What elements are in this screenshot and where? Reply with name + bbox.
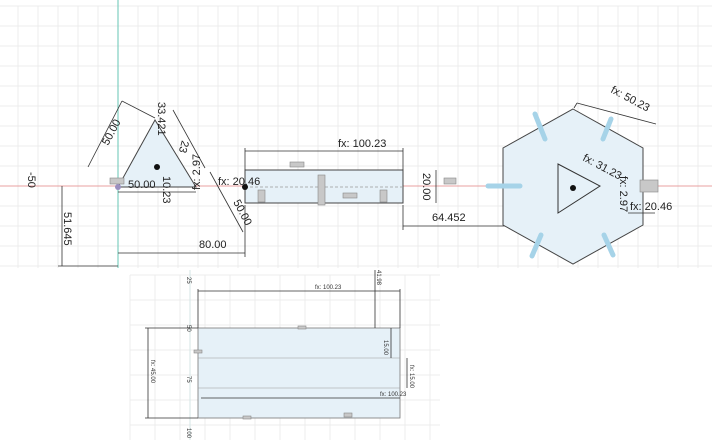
bottom-height-dimension[interactable]: fx: 45.00 xyxy=(149,360,155,384)
slot-length-dimension[interactable]: fx: 100.23 xyxy=(338,138,386,150)
hexagon-offset-dimension[interactable]: fx: 20.46 xyxy=(630,201,672,213)
bottom-inner-offset-dimension[interactable]: 15.00 xyxy=(382,340,388,356)
slot-height-dimension[interactable]: 20.00 xyxy=(420,173,432,201)
axis-label: -50 xyxy=(25,172,37,188)
vertical-offset-dimension[interactable]: 51.645 xyxy=(61,212,73,246)
ruler-25: 25 xyxy=(185,277,191,284)
triangle-height-dimension[interactable]: 33.421 xyxy=(155,102,167,136)
ruler-100: 100 xyxy=(185,428,191,439)
hexagon-profile[interactable] xyxy=(485,108,659,265)
hexagon-side-dimension[interactable]: fx: 50.23 xyxy=(609,84,652,114)
horizontal-offset-dimension[interactable]: 80.00 xyxy=(199,239,227,251)
triangle-offset-dimension[interactable]: 10.23 xyxy=(160,176,172,204)
triangle-base-dimension[interactable]: 50.00 xyxy=(128,179,156,191)
bottom-right-offset-dimension[interactable]: fx: 15.00 xyxy=(408,365,414,389)
bottom-inner-length-dimension[interactable]: fx: 100.23 xyxy=(380,392,407,398)
slot-gap-dimension[interactable]: 64.452 xyxy=(432,212,466,224)
hexagon-fx-small-dimension[interactable]: fx: 2.97 xyxy=(617,176,629,212)
triangle-profile[interactable] xyxy=(87,100,206,193)
bottom-top-length-dimension[interactable]: fx: 100.23 xyxy=(315,285,342,291)
triangle-angle-dimension[interactable]: 23 xyxy=(176,139,191,154)
ruler-75: 75 xyxy=(185,376,191,383)
triangle-side-dimension[interactable]: 50.00 xyxy=(100,117,124,147)
bottom-top-offset-dimension[interactable]: 41.98 xyxy=(375,270,381,286)
slot-fx-small-dimension[interactable]: fx: 2.97 xyxy=(191,154,203,190)
slot-offset-dimension[interactable]: fx: 20.46 xyxy=(218,176,260,188)
bottom-rectangle[interactable] xyxy=(193,325,401,420)
ruler-50: 50 xyxy=(185,325,191,332)
slot-rectangle[interactable] xyxy=(242,161,457,206)
